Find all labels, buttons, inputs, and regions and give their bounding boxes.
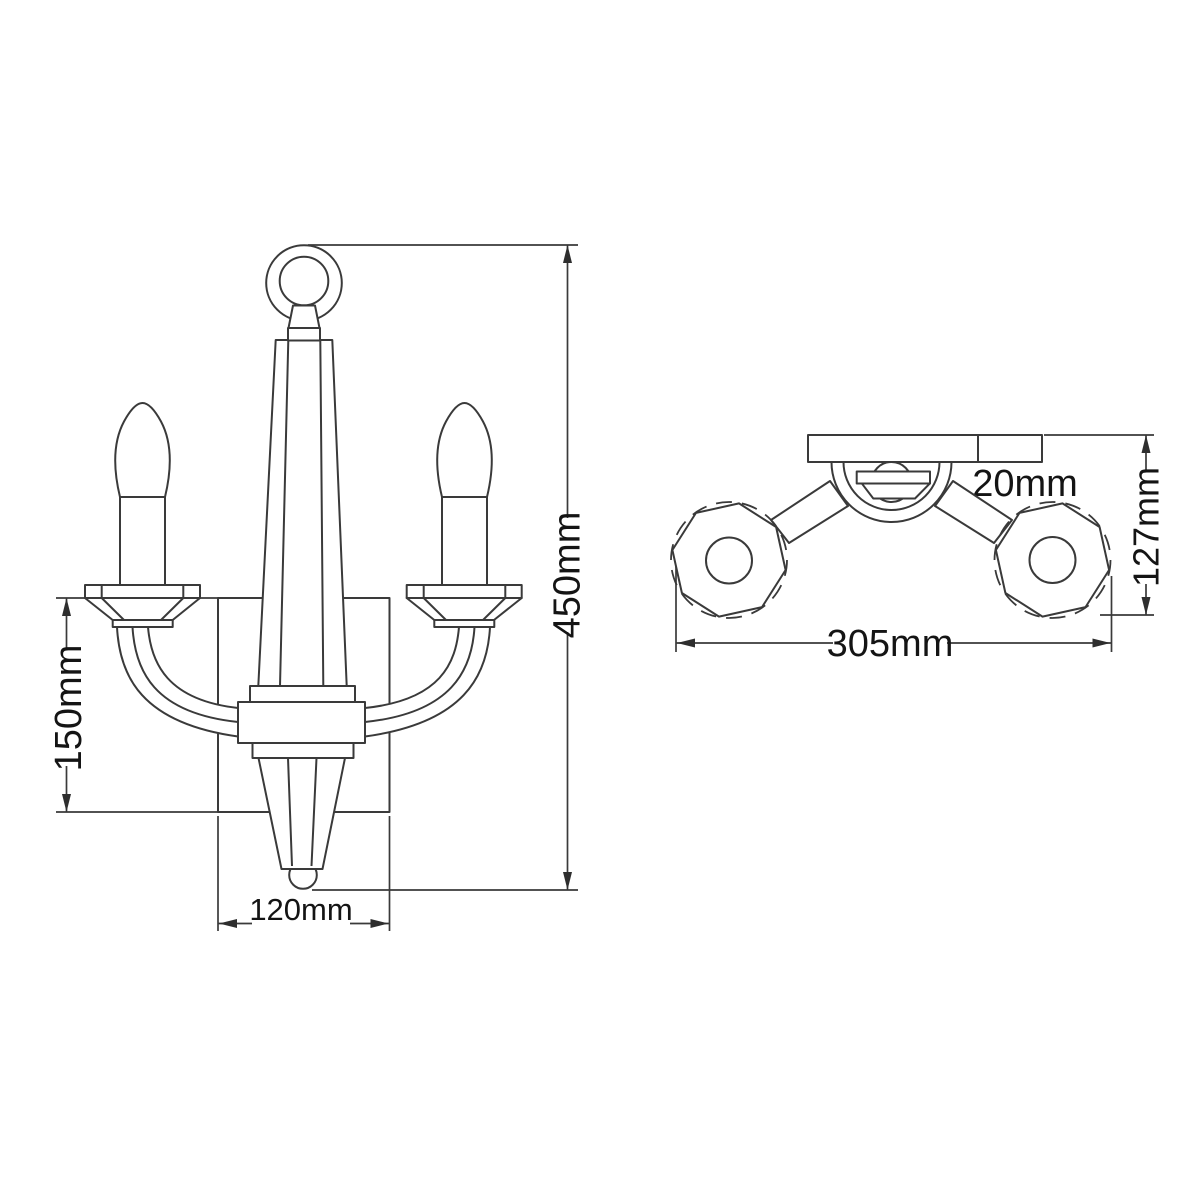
- right-candle-bulb: [436, 402, 493, 498]
- column-inner-arc: [842, 461, 941, 511]
- arrowhead-left-icon: [677, 638, 695, 648]
- backplate-width-label: 120mm: [249, 892, 352, 927]
- height-label: 450mm: [547, 512, 589, 639]
- right-candle-tube: [441, 496, 488, 586]
- dim-overall-width: 305mm: [675, 566, 1113, 665]
- arrowhead-up-icon: [62, 598, 71, 616]
- projection-label: 127mm: [1126, 467, 1167, 587]
- dim-plate-thickness: 20mm: [972, 436, 1078, 505]
- dim-projection: 127mm: [1044, 434, 1167, 616]
- arrowhead-right-icon: [1092, 638, 1111, 648]
- right-pan-skirt: [405, 597, 523, 621]
- arrowhead-right-icon: [370, 919, 389, 928]
- center-column: [257, 339, 348, 687]
- dim-backplate-height: 150mm: [48, 597, 218, 813]
- front-view: 450mm 150mm 120mm: [48, 244, 589, 931]
- arrowhead-left-icon: [219, 919, 237, 928]
- left-candle-bulb: [114, 402, 171, 498]
- right-arm-highlight-line: [364, 626, 476, 723]
- left-socket-circle: [705, 536, 753, 585]
- left-arm-plan: [770, 480, 849, 544]
- finial-facet-lines: [287, 757, 318, 867]
- column-bar-plan: [855, 470, 932, 485]
- right-pan-skirt-lines: [422, 597, 507, 621]
- hub-lower-flange: [251, 742, 355, 759]
- backplate-height-label: 150mm: [48, 645, 90, 772]
- arrowhead-down-icon: [62, 794, 71, 812]
- arrowhead-down-icon: [1141, 597, 1151, 615]
- arrowhead-up-icon: [563, 245, 572, 263]
- left-pan-skirt: [84, 597, 201, 621]
- arrowhead-down-icon: [563, 872, 572, 890]
- finial-spike: [257, 757, 346, 870]
- arrowhead-up-icon: [1141, 435, 1151, 453]
- hub-upper-flange: [249, 685, 356, 703]
- top-view: 20mm 127mm 305mm: [670, 434, 1167, 665]
- dim-backplate-width: 120mm: [217, 816, 391, 931]
- plate-thickness-label: 20mm: [972, 463, 1078, 505]
- right-pan-base: [433, 619, 496, 628]
- left-candle: [84, 402, 201, 628]
- ring-neck: [287, 304, 321, 329]
- right-socket-circle: [1028, 536, 1077, 584]
- left-pan-dashed-circle: [670, 501, 788, 619]
- hanging-ring-inner: [278, 255, 330, 307]
- left-drip-pan-seams: [100, 585, 185, 598]
- left-arm-highlight-line: [131, 626, 239, 723]
- wall-plate-plan: [807, 434, 1043, 463]
- center-hub: [237, 685, 366, 759]
- right-drip-pan-seams: [422, 585, 507, 598]
- right-candle: [405, 402, 523, 628]
- right-pan-dashed-circle: [993, 501, 1112, 619]
- ring-collar: [287, 327, 321, 342]
- column-facet-lines: [279, 339, 325, 687]
- left-candle-tube: [119, 496, 166, 586]
- hub-block: [237, 701, 366, 744]
- left-pan-skirt-lines: [100, 597, 185, 621]
- left-pan-base: [111, 619, 174, 628]
- dim-height: 450mm: [308, 244, 589, 891]
- overall-width-label: 305mm: [827, 623, 954, 665]
